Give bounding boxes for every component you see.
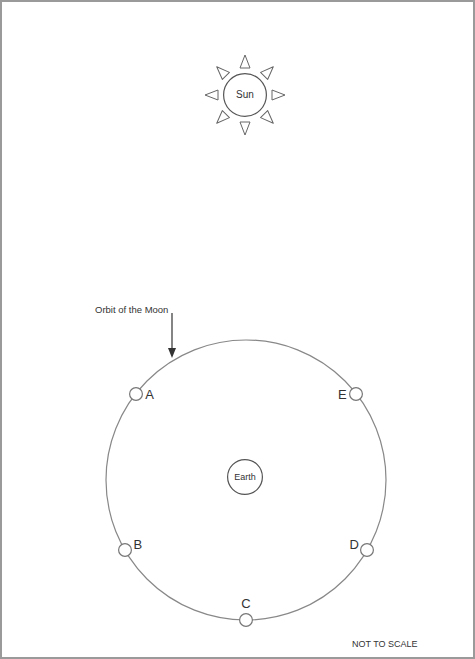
moon-position: D xyxy=(360,543,374,557)
orbit-label: Orbit of the Moon xyxy=(95,304,168,315)
moon-position-shape xyxy=(361,544,374,557)
sun-ray xyxy=(240,55,250,68)
sun-ray xyxy=(205,90,218,100)
earth-circle: Earth xyxy=(227,459,263,495)
position-letter: B xyxy=(133,538,142,551)
body-name: Earth xyxy=(234,473,256,482)
scale-note: NOT TO SCALE xyxy=(352,639,418,649)
moon-position-outline xyxy=(349,387,363,401)
moon-position: A xyxy=(129,387,143,401)
earth-circle-shape xyxy=(228,460,263,495)
moon-position-shape xyxy=(129,387,142,400)
sun-circle-shape xyxy=(224,74,267,117)
moon-position-shape xyxy=(350,387,363,400)
moon-position: E xyxy=(349,387,363,401)
moon-position-shape xyxy=(118,544,131,557)
scale-note-holder: NOT TO SCALE xyxy=(352,633,418,651)
sun-ray xyxy=(261,63,277,79)
position-letter: A xyxy=(145,388,154,401)
moon-position-outline xyxy=(118,543,132,557)
position-letter: E xyxy=(338,388,347,401)
arrowhead xyxy=(168,348,176,358)
moon-orbit xyxy=(106,340,386,620)
sun-ray xyxy=(213,111,229,127)
moon-position: B xyxy=(118,543,132,557)
sun-ray xyxy=(213,63,229,79)
sun-ray xyxy=(272,90,285,100)
sun-ray xyxy=(261,111,277,127)
position-letter: D xyxy=(350,538,359,551)
moon-position: C xyxy=(239,613,253,627)
sun-ray xyxy=(240,122,250,135)
moon-position-outline xyxy=(360,543,374,557)
sun-rays xyxy=(205,55,285,135)
moon-position-outline xyxy=(129,387,143,401)
body-name: Sun xyxy=(236,90,254,100)
moon-position-outline xyxy=(239,613,253,627)
leader-line xyxy=(171,313,172,349)
orbit-label-holder: Orbit of the Moon xyxy=(95,299,168,317)
moon-position-shape xyxy=(240,614,253,627)
sun-circle: Sun xyxy=(223,73,267,117)
position-letter: C xyxy=(241,597,250,610)
